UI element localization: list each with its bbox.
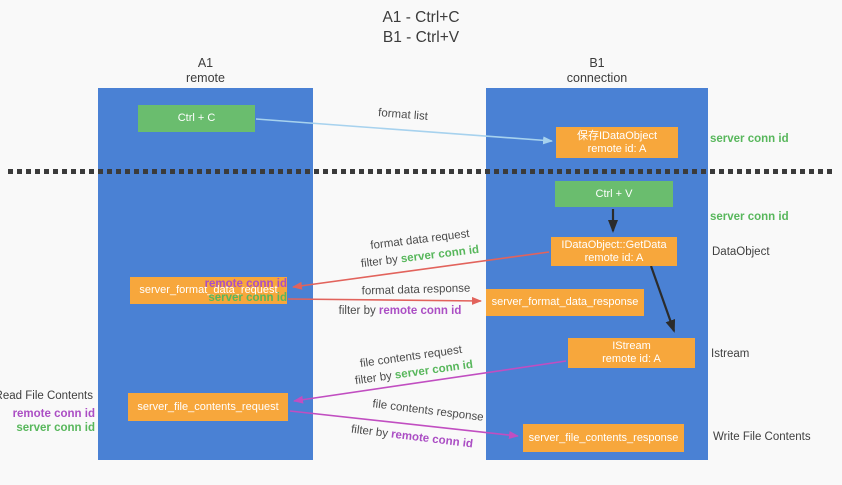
server-file-contents-response-node: server_file_contents_response [523,424,684,452]
remote-conn-id-highlight: remote conn id [390,428,474,451]
filter-prefix: filter by [354,369,396,388]
ctrl-c-label: Ctrl + C [177,112,216,124]
save-idataobject-line2: remote id: A [587,142,647,155]
filter-prefix: filter by [360,253,402,271]
title-line-1: A1 - Ctrl+C [382,9,460,26]
lane-b1-name: B1 [589,56,605,70]
istream-line1: IStream [612,340,651,352]
server-conn-id-right-mid: server conn id [710,211,789,223]
remote-conn-id-highlight: remote conn id [378,305,462,317]
filter-prefix: filter by [338,305,379,317]
remote-conn-id-left-top: remote conn id [204,278,287,290]
ctrl-c-node: Ctrl + C [138,105,255,132]
format-response-label: server_format_data_response [491,296,639,308]
filter-prefix: filter by [350,423,392,441]
lane-header-b1: B1 connection [486,56,708,86]
filter-by-remote-conn-id-label-1: filter by remote conn id [339,305,462,317]
lane-b1-role: connection [566,71,628,85]
file-contents-response-label: file contents response [371,398,485,424]
server-conn-id-left-bottom: server conn id [16,422,95,434]
filter-by-remote-conn-id-label-2: filter by remote conn id [350,424,473,451]
getdata-line1: IDataObject::GetData [561,238,667,251]
dataobject-side-label: DataObject [712,246,770,258]
remote-conn-id-left-bottom: remote conn id [12,408,95,420]
istream-node: IStream remote id: A [568,338,695,368]
title-line-2: B1 - Ctrl+V [382,29,460,46]
idataobject-getdata-node: IDataObject::GetData remote id: A [551,237,677,266]
ctrl-v-label: Ctrl + V [595,187,633,200]
diagram-title: A1 - Ctrl+C B1 - Ctrl+V [0,8,842,48]
format-request-label: server_format_data_request [139,284,278,296]
write-file-contents-label: Write File Contents [713,431,811,443]
save-idataobject-line1: 保存IDataObject [576,129,658,142]
server-conn-id-left-top: server conn id [208,292,287,304]
separator-dotted-line [8,169,832,174]
format-list-label: format list [377,107,429,123]
istream-side-label: Istream [711,348,750,360]
server-format-data-response-node: server_format_data_response [486,289,644,316]
file-request-label: server_file_contents_request [137,400,279,413]
server-conn-id-right-top: server conn id [710,133,789,145]
server-format-data-request-node: server_format_data_request [130,277,287,304]
lane-a1-name: A1 [197,56,214,70]
ctrl-v-node: Ctrl + V [555,181,673,207]
format-data-response-label: format data response [361,282,471,298]
read-file-contents-label: Read File Contents [0,390,93,402]
file-response-label: server_file_contents_response [528,431,679,444]
server-conn-id-highlight: server conn id [400,243,480,266]
save-idataobject-node: 保存IDataObject remote id: A [556,127,678,158]
istream-line2: remote id: A [602,353,661,365]
lane-a1-role: remote [186,71,225,85]
lane-header-a1: A1 remote [98,56,313,86]
server-file-contents-request-node: server_file_contents_request [128,393,288,421]
getdata-line2: remote id: A [584,251,644,264]
format-data-response-arrow [287,296,482,305]
